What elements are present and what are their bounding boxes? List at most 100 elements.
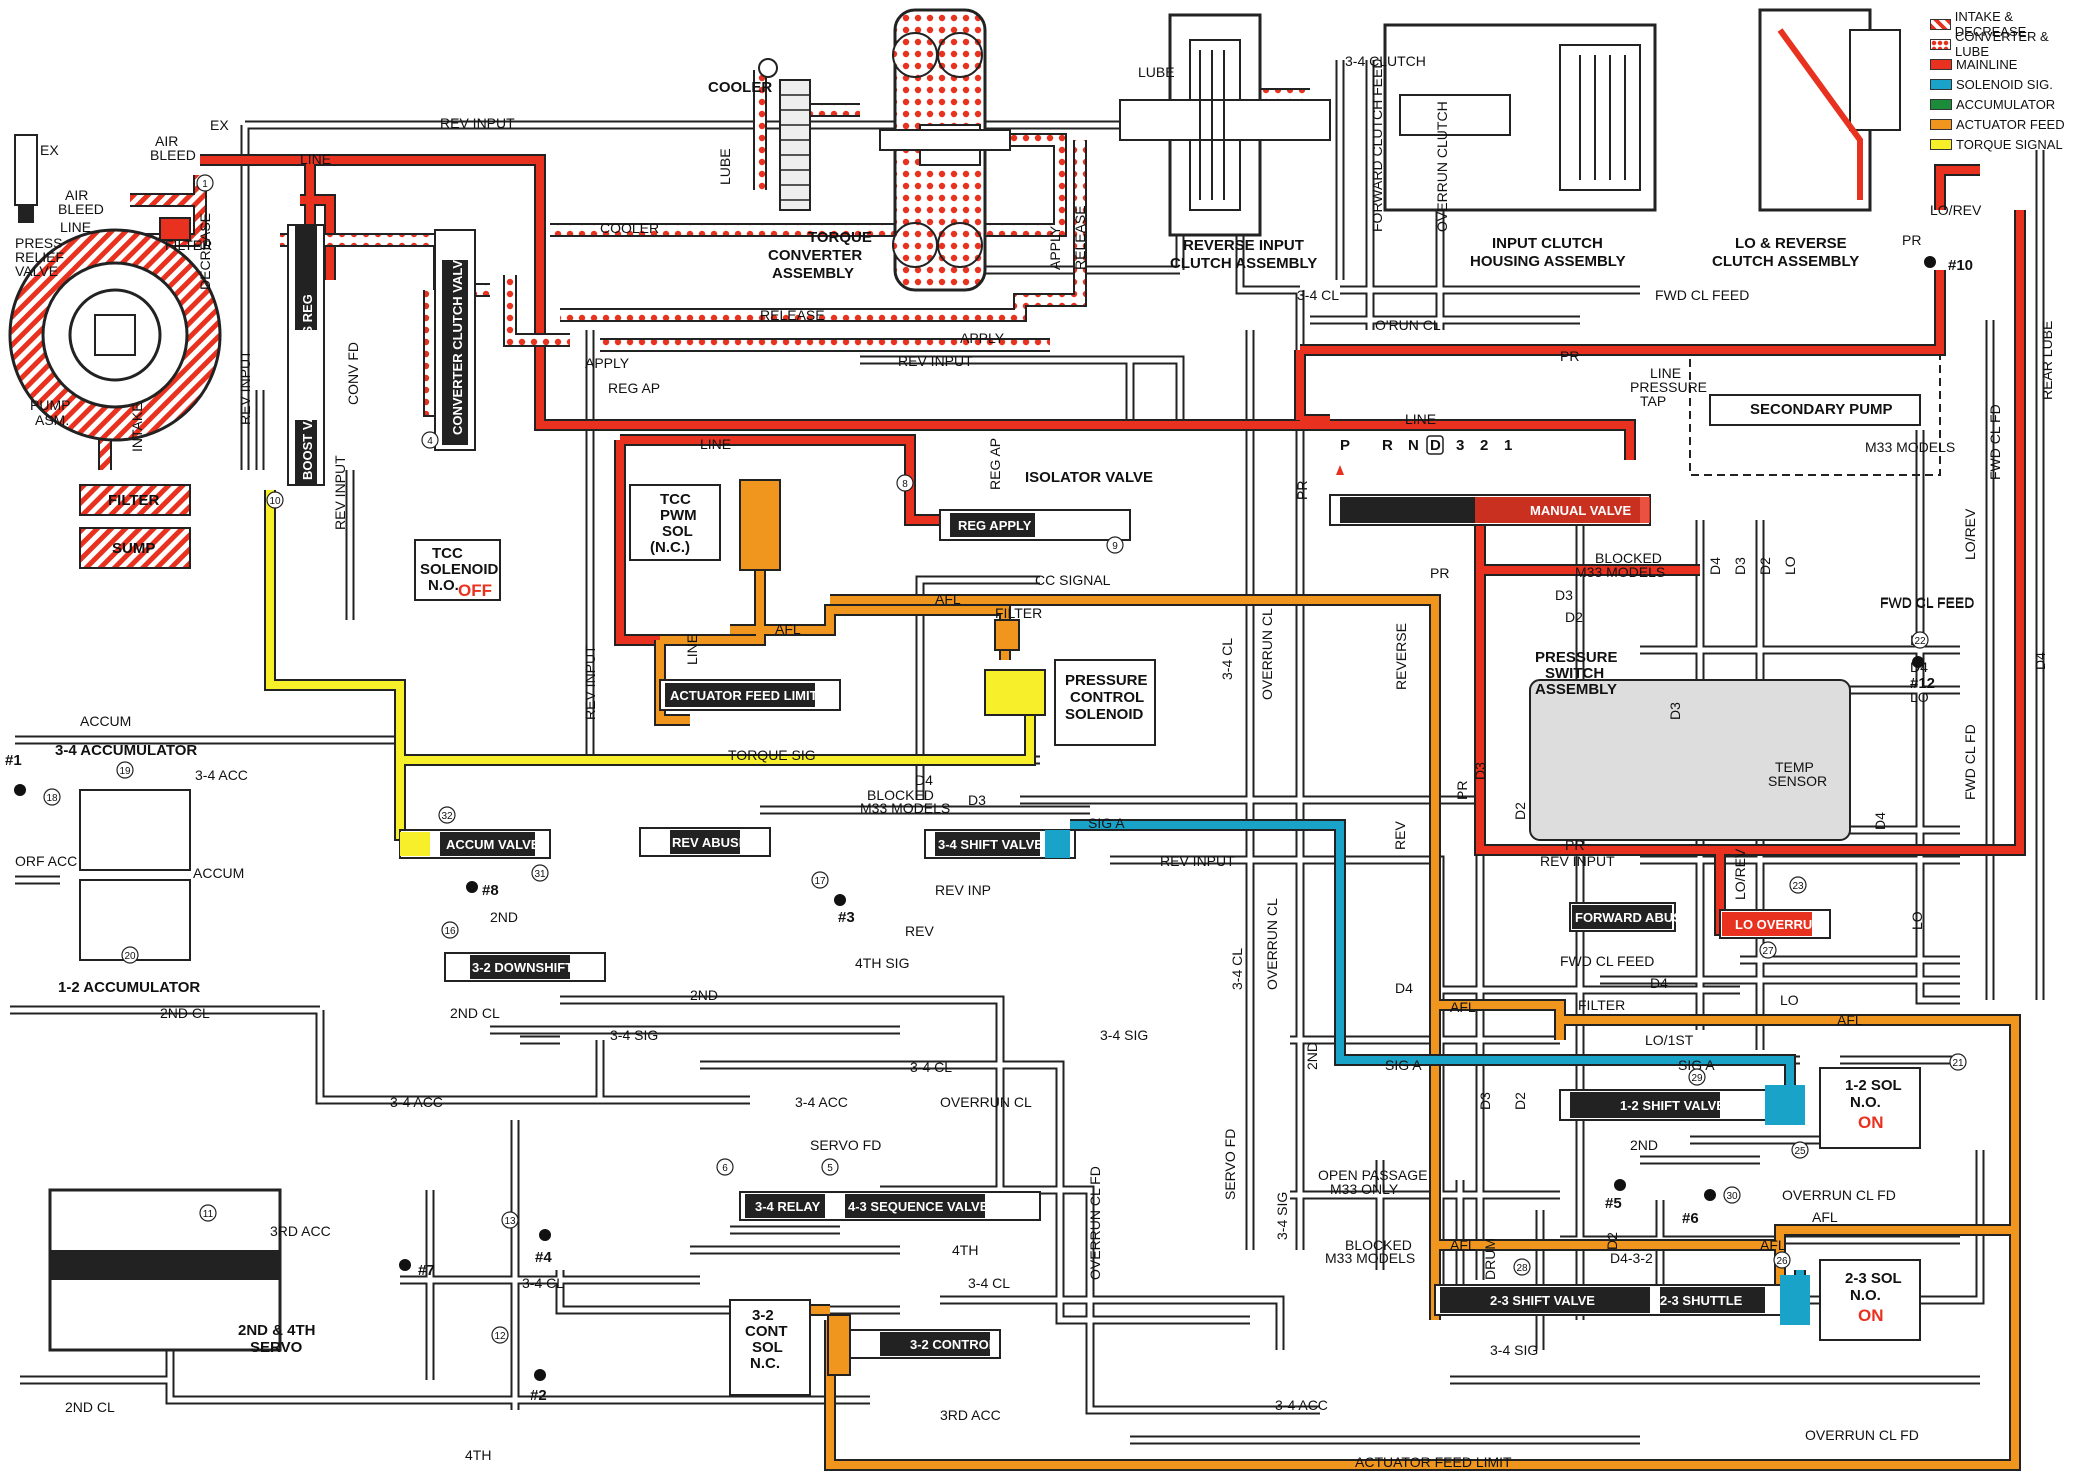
relay-34-label: 3-4 RELAY bbox=[755, 1199, 821, 1214]
press-reg-label: PRESS REG bbox=[300, 294, 315, 370]
svg-text:28: 28 bbox=[1516, 1263, 1528, 1274]
torque-converter-label-3: ASSEMBLY bbox=[772, 265, 854, 282]
lbl-overrun-cl-fd-v: OVERRUN CL FD bbox=[1087, 1166, 1103, 1280]
orifice-21: 21 bbox=[1949, 1053, 1967, 1071]
lbl-rev-input-low: REV INPUT bbox=[1160, 853, 1235, 869]
lbl-overrun-cl-v2: OVERRUN CL bbox=[1264, 898, 1280, 990]
lbl-34-acc: 3-4 ACC bbox=[390, 1094, 443, 1110]
lbl-rev-input-left2: REV INPUT bbox=[332, 455, 348, 530]
orifice-28: 28 bbox=[1513, 1258, 1531, 1276]
sol-23-label-2: N.O. bbox=[1850, 1287, 1881, 1304]
svg-text:8: 8 bbox=[902, 479, 908, 490]
accum-34-label: 3-4 ACCUMULATOR bbox=[55, 742, 197, 759]
temp-sensor-label-2: SENSOR bbox=[1768, 773, 1827, 789]
lbl-sig-a-1: SIG A bbox=[1088, 815, 1125, 831]
checkball-4: #4 bbox=[535, 1249, 552, 1266]
reverse-input-clutch-component bbox=[1119, 13, 1331, 237]
pressure-switch-label-1: PRESSURE bbox=[1535, 649, 1618, 666]
servo-label-1: 2ND & 4TH bbox=[238, 1322, 316, 1339]
lbl-lo-low: LO bbox=[1780, 992, 1799, 1008]
lbl-torque-sig: TORQUE SIG bbox=[728, 747, 816, 763]
lbl-3rd-acc: 3RD ACC bbox=[270, 1223, 331, 1239]
downshift-32-label: 3-2 DOWNSHIFT bbox=[472, 960, 573, 975]
svg-text:20: 20 bbox=[124, 951, 136, 962]
pcs-label-1: PRESSURE bbox=[1065, 672, 1148, 689]
gear-r: R bbox=[1382, 437, 1393, 454]
lbl-pr-v2: PR bbox=[1454, 781, 1470, 800]
cooler-component bbox=[758, 58, 811, 211]
lbl-accum-2: ACCUM bbox=[193, 865, 244, 881]
cont-sol-label-2: CONT bbox=[745, 1323, 788, 1340]
lbl-34-sig-3: 3-4 SIG bbox=[1490, 1342, 1538, 1358]
orifice-8: 8 bbox=[896, 474, 914, 492]
orifice-5: 5 bbox=[821, 1158, 839, 1176]
lbl-overrun-clutch: OVERRUN CLUTCH bbox=[1434, 101, 1450, 232]
lo-reverse-label-2: CLUTCH ASSEMBLY bbox=[1712, 253, 1859, 270]
component-labels: COOLER LUBE TORQUE CONVERTER ASSEMBLY RE… bbox=[15, 79, 1955, 1372]
lbl-lo-r: LO bbox=[1909, 911, 1925, 930]
lbl-34-acc-2: 3-4 ACC bbox=[795, 1094, 848, 1110]
lbl-d3-h: D3 bbox=[1555, 587, 1573, 603]
lbl-afl-7: AFL bbox=[1450, 1237, 1476, 1253]
lbl-d432: D4-3-2 bbox=[1610, 1250, 1653, 1266]
lbl-34-acc-3: 3-4 ACC bbox=[1275, 1397, 1328, 1413]
svg-text:10: 10 bbox=[269, 496, 281, 507]
checkball-6: #6 bbox=[1682, 1210, 1699, 1227]
lbl-servo-fd: SERVO FD bbox=[810, 1137, 881, 1153]
gear-indicator-icon bbox=[1336, 465, 1344, 475]
svg-text:18: 18 bbox=[46, 793, 58, 804]
lbl-d3-ps: D3 bbox=[1667, 702, 1683, 720]
lbl-filter-inline: FILTER bbox=[165, 237, 212, 253]
lbl-rev-input-r: REV INPUT bbox=[1540, 853, 1615, 869]
forward-abuse-label: FORWARD ABUSE bbox=[1575, 910, 1691, 925]
lbl-d4-low2: D4 bbox=[1650, 975, 1668, 991]
actuator-feed-passages bbox=[654, 500, 2021, 1471]
legend-item-mainline: MAINLINE bbox=[1930, 54, 2080, 74]
cont-sol-label-4: N.C. bbox=[750, 1355, 780, 1372]
lube-label: LUBE bbox=[717, 148, 733, 185]
sol-12-state: ON bbox=[1858, 1113, 1884, 1132]
cont-sol-label-1: 3-2 bbox=[752, 1307, 774, 1324]
open-passage-2: M33 ONLY bbox=[1330, 1181, 1399, 1197]
lbl-apply: APPLY bbox=[960, 330, 1005, 346]
gear-p: P bbox=[1340, 437, 1350, 454]
orifice-22: 22 bbox=[1911, 631, 1929, 649]
input-clutch-label-2: HOUSING ASSEMBLY bbox=[1470, 253, 1626, 270]
lbl-2nd-cl-servo: 2ND CL bbox=[65, 1399, 115, 1415]
checkball-5: #5 bbox=[1605, 1195, 1622, 1212]
orifice-27: 27 bbox=[1759, 941, 1777, 959]
gear-n: N bbox=[1408, 437, 1419, 454]
lbl-4th-1: 4TH bbox=[952, 1242, 978, 1258]
lbl-orf-acc: ORF ACC bbox=[15, 853, 77, 869]
lbl-o-run-cl: O'RUN CL bbox=[1375, 317, 1441, 333]
lbl-d3-v3: D3 bbox=[1477, 1092, 1493, 1110]
lbl-overrun-cl-fd-2: OVERRUN CL FD bbox=[1782, 1187, 1896, 1203]
lbl-line-mid: LINE bbox=[700, 436, 731, 452]
lbl-fwd-cl-feed-top: FWD CL FEED bbox=[1655, 287, 1749, 303]
manual-valve-label: MANUAL VALVE bbox=[1530, 503, 1631, 518]
svg-text:13: 13 bbox=[504, 1216, 516, 1227]
lbl-afl-5: AFL bbox=[1812, 1209, 1838, 1225]
checkball-12: #12 bbox=[1910, 675, 1935, 692]
checkball-2: #2 bbox=[530, 1387, 547, 1404]
orifice-20: 20 bbox=[121, 946, 139, 964]
lbl-d3-ps2: D3 bbox=[1732, 557, 1748, 575]
press-relief-valve bbox=[14, 134, 38, 223]
lbl-afl-4: AFL bbox=[1837, 1012, 1863, 1028]
legend: INTAKE & DECREASE CONVERTER & LUBE MAINL… bbox=[1930, 9, 2080, 154]
lbl-pr-mid: PR bbox=[1430, 565, 1449, 581]
lbl-sig-a-2: SIG A bbox=[1385, 1057, 1422, 1073]
lbl-2nd-low: 2ND bbox=[1630, 1137, 1658, 1153]
lbl-air-bleed-2-a: AIR bbox=[65, 187, 88, 203]
blocked-a-2: M33 MODELS bbox=[860, 800, 950, 816]
pump-assembly bbox=[8, 228, 222, 442]
lbl-afl-6: AFL bbox=[1760, 1237, 1786, 1253]
orifice-26: 26 bbox=[1773, 1251, 1791, 1269]
lbl-fwd-clutch-feed: FORWARD CLUTCH FEED bbox=[1369, 59, 1385, 232]
orifice-9: 9 bbox=[1106, 536, 1124, 554]
svg-text:1: 1 bbox=[202, 179, 208, 190]
lbl-afl-bottom: ACTUATOR FEED LIMIT bbox=[1355, 1454, 1512, 1470]
svg-text:27: 27 bbox=[1762, 946, 1774, 957]
actuator-feed-limit-label: ACTUATOR FEED LIMIT bbox=[670, 688, 818, 703]
lbl-2nd-cl-left: 2ND CL bbox=[160, 1005, 210, 1021]
